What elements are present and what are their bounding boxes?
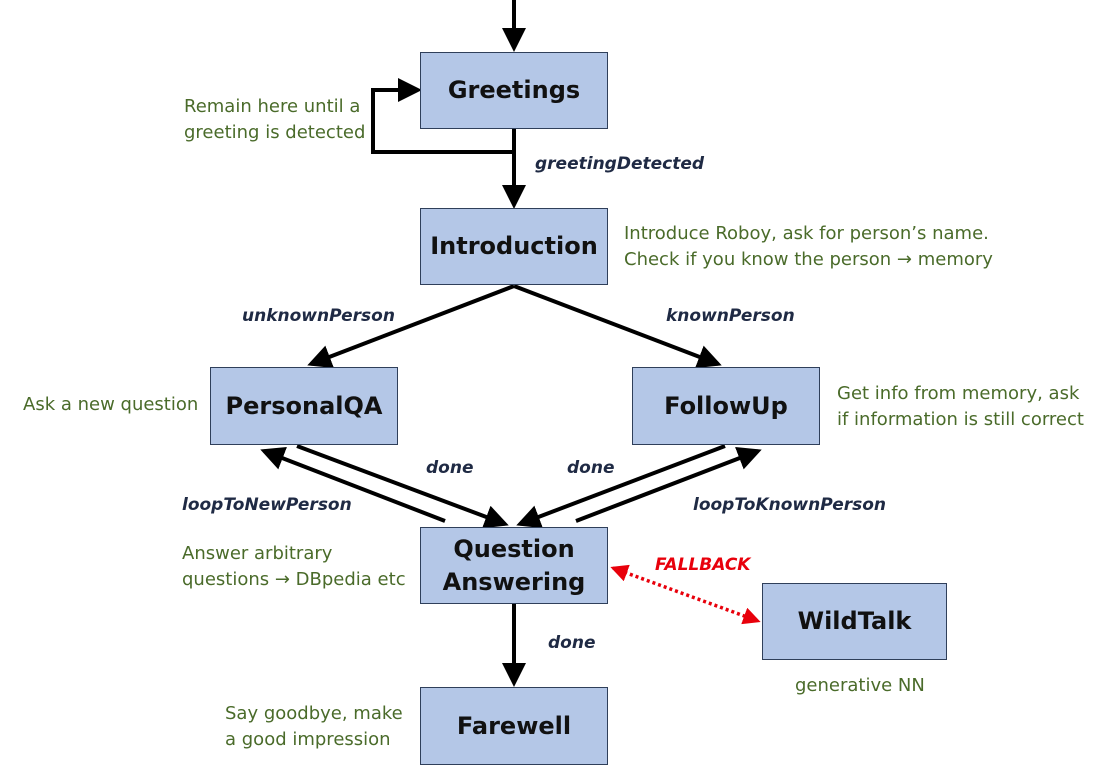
note-farewell: Say goodbye, make a good impression	[225, 701, 403, 753]
note-line: Get info from memory, ask	[837, 383, 1080, 404]
arrow-introduction-personalqa	[307, 284, 515, 369]
edge-label-done-farewell: done	[548, 633, 596, 653]
note-greetings: Remain here until a greeting is detected	[184, 94, 365, 146]
note-line: a good impression	[225, 729, 391, 751]
note-line: greeting is detected	[184, 122, 366, 144]
note-wildtalk: generative NN	[795, 673, 925, 699]
node-farewell-label: Farewell	[456, 711, 572, 740]
node-question-answering: Question Answering	[420, 527, 608, 604]
node-farewell: Farewell	[420, 687, 608, 765]
edge-label-known-person: knownPerson	[666, 306, 795, 326]
edge-label-unknown-person: unknownPerson	[242, 306, 395, 326]
edge-label-fallback: FALLBACK	[655, 555, 751, 575]
edge-label-done-personalqa: done	[426, 458, 474, 478]
arrow-introduction-followup	[513, 284, 722, 369]
node-personalqa: PersonalQA	[210, 367, 398, 445]
note-line: Check if you know the person → memory	[624, 249, 993, 271]
note-line: Introduce Roboy, ask for person’s name.	[624, 223, 989, 244]
note-line: Answer arbitrary	[182, 543, 333, 564]
node-qa-label-line1: Question	[453, 535, 575, 564]
note-line: Remain here until a	[184, 96, 361, 117]
node-qa-label-line2: Answering	[442, 567, 586, 596]
note-line: generative NN	[795, 675, 925, 696]
arrow-qa-followup	[575, 446, 762, 523]
node-introduction-label: Introduction	[430, 232, 598, 261]
arrow-greetings-self-loop	[371, 78, 514, 154]
note-line: if information is still correct	[837, 409, 1084, 431]
node-greetings: Greetings	[420, 52, 608, 129]
fallback-link	[610, 564, 761, 625]
note-introduction: Introduce Roboy, ask for person’s name. …	[624, 221, 993, 273]
arrow-personalqa-qa	[296, 444, 509, 529]
edge-label-greeting-detected: greetingDetected	[535, 154, 705, 174]
node-wildtalk-label: WildTalk	[797, 607, 912, 636]
note-question-answering: Answer arbitrary questions → DBpedia etc	[182, 541, 406, 593]
node-introduction: Introduction	[420, 208, 608, 285]
arrow-followup-qa	[516, 444, 726, 529]
node-greetings-label: Greetings	[447, 76, 581, 105]
edge-label-loop-new-person: loopToNewPerson	[182, 495, 352, 515]
node-personalqa-label: PersonalQA	[225, 391, 383, 420]
node-wildtalk: WildTalk	[762, 583, 947, 660]
arrow-qa-personalqa	[260, 447, 446, 523]
note-line: questions → DBpedia etc	[182, 569, 406, 591]
node-followup: FollowUp	[632, 367, 820, 445]
node-followup-label: FollowUp	[664, 391, 788, 420]
note-line: Ask a new question	[23, 394, 199, 415]
edge-label-loop-known-person: loopToKnownPerson	[693, 495, 887, 515]
note-line: Say goodbye, make	[225, 703, 403, 724]
note-followup: Get info from memory, ask if information…	[837, 381, 1084, 433]
note-personalqa: Ask a new question	[23, 392, 198, 418]
edge-label-done-followup: done	[567, 458, 615, 478]
